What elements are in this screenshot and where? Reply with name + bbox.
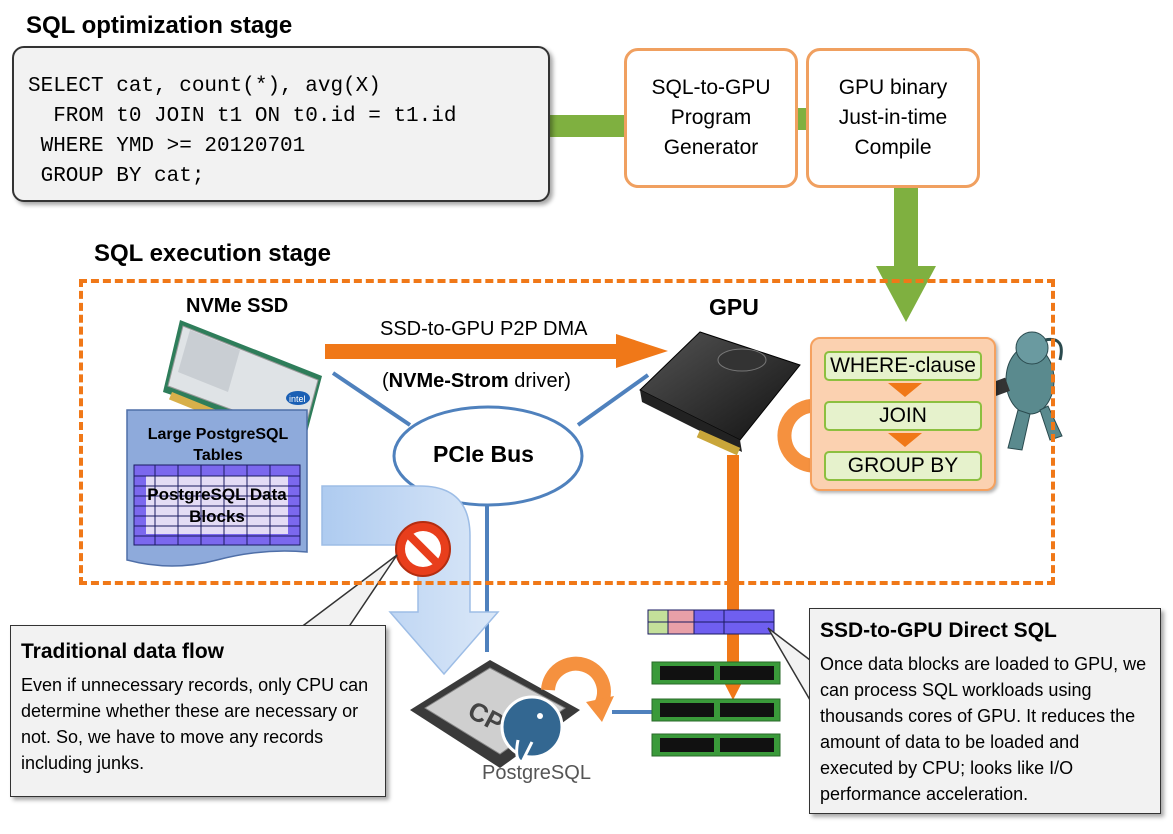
- traditional-flow-title: Traditional data flow: [21, 640, 225, 663]
- data-blocks-grid: [133, 464, 301, 546]
- gpu-card: [639, 331, 801, 456]
- block-strip: [647, 609, 775, 635]
- no-entry-icon: [395, 521, 451, 577]
- sql-code-box: SELECT cat, count(*), avg(X) FROM t0 JOI…: [12, 46, 550, 202]
- jit-compile-box: GPU binary Just-in-time Compile: [806, 48, 980, 188]
- join-stage: JOIN: [824, 401, 982, 431]
- data-blocks-label: PostgreSQL Data Blocks: [147, 485, 287, 526]
- pcie-bus-label: PCIe Bus: [433, 441, 534, 467]
- direct-sql-callout: SSD-to-GPU Direct SQL Once data blocks a…: [809, 608, 1161, 814]
- driver-open: (: [382, 370, 389, 392]
- program-generator-box: SQL-to-GPU Program Generator: [624, 48, 798, 188]
- execution-stage-heading: SQL execution stage: [94, 240, 331, 267]
- green-connector-1: [532, 115, 626, 137]
- pcie-lines: [331, 371, 652, 714]
- driver-name: NVMe-Strom: [388, 370, 509, 392]
- traditional-flow-callout: Traditional data flow Even if unnecessar…: [10, 625, 386, 797]
- pipeline-arrows: [888, 383, 922, 447]
- driver-close: driver): [508, 370, 571, 392]
- where-clause-stage: WHERE-clause: [824, 351, 982, 381]
- optimization-stage-heading: SQL optimization stage: [26, 12, 293, 39]
- gpu-pipeline-box: WHERE-clause JOIN GROUP BY: [810, 337, 996, 491]
- elephant-icon: [500, 695, 564, 764]
- intel-logo-text: intel: [289, 394, 306, 404]
- dma-label: SSD-to-GPU P2P DMA: [380, 318, 588, 340]
- direct-sql-body: Once data blocks are loaded to GPU, we c…: [820, 654, 1147, 804]
- group-by-stage: GROUP BY: [824, 451, 982, 481]
- dma-arrow: [325, 334, 668, 368]
- pcie-bus-ellipse: [392, 405, 584, 507]
- traditional-flow-body: Even if unnecessary records, only CPU ca…: [21, 675, 369, 773]
- execution-stage-area: [79, 279, 1055, 585]
- driver-label: (NVMe-Strom driver): [382, 370, 571, 393]
- direct-sql-title: SSD-to-GPU Direct SQL: [820, 619, 1057, 642]
- nvme-ssd-label: NVMe SSD: [186, 295, 289, 317]
- large-tables-label: Large PostgreSQL Tables: [147, 426, 289, 464]
- cpu-loop-arrow: [541, 656, 614, 722]
- memory-modules: [651, 661, 781, 757]
- gpu-label: GPU: [709, 294, 759, 320]
- postgresql-logo-text: PostgreSQL: [482, 762, 591, 784]
- sql-code: SELECT cat, count(*), avg(X) FROM t0 JOI…: [28, 75, 457, 188]
